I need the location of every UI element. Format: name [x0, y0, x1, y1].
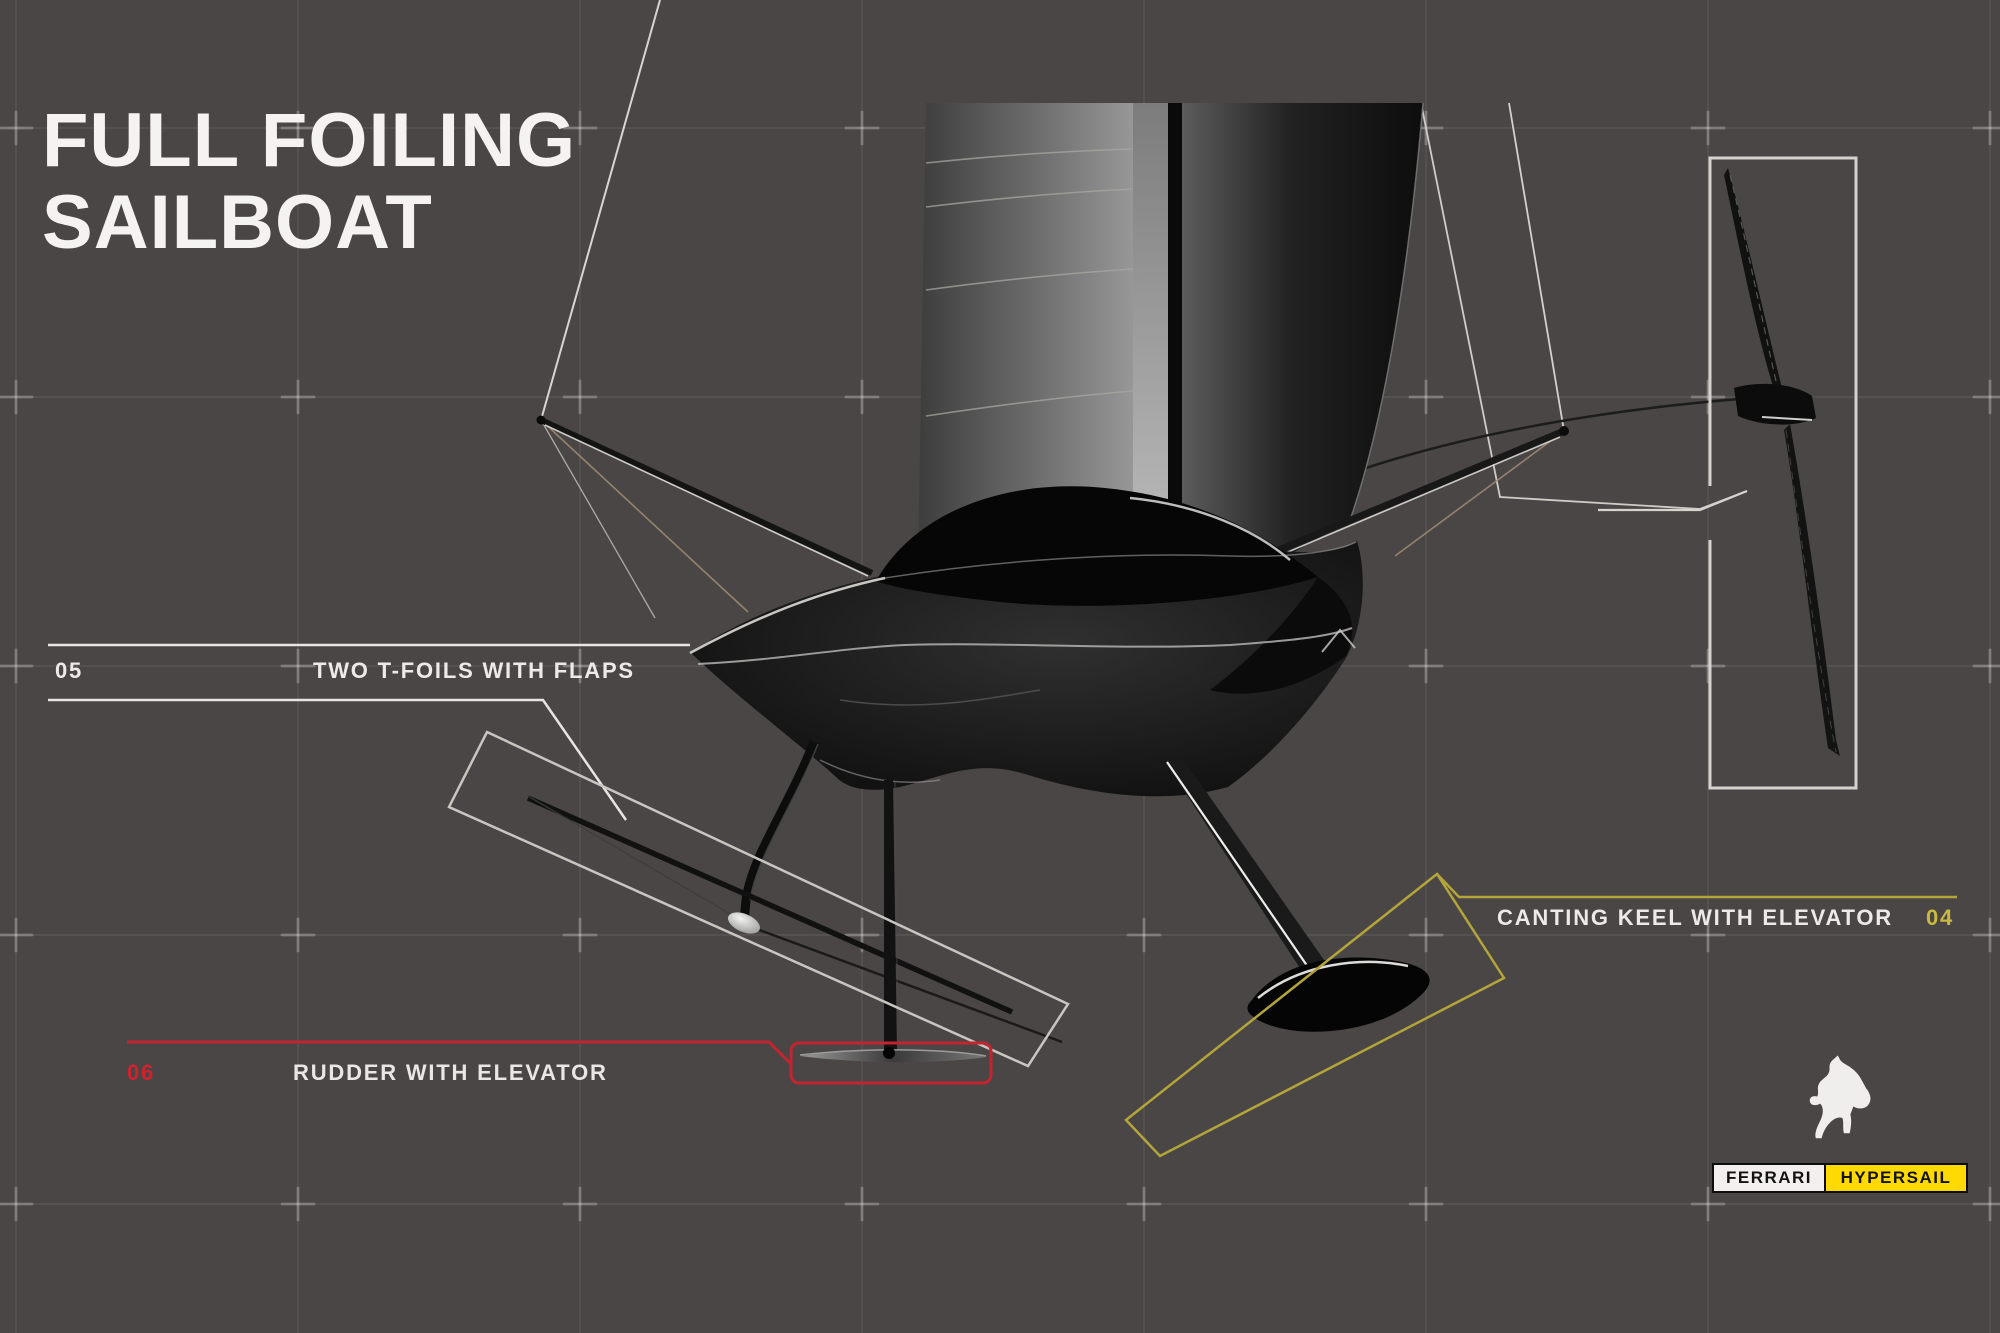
- callout-rudder-number: 06: [127, 1060, 156, 1085]
- callout-keel-number: 04: [1926, 905, 1955, 930]
- ferrari-hypersail-badge: FERRARI HYPERSAIL: [1712, 1163, 1968, 1193]
- badge-ferrari-label: FERRARI: [1714, 1165, 1826, 1191]
- canting-keel: [1164, 760, 1430, 1032]
- callout-keel-label: CANTING KEEL WITH ELEVATOR: [1497, 905, 1893, 930]
- callout-keel-lines: [1124, 872, 1957, 1158]
- badge-hypersail-label: HYPERSAIL: [1826, 1165, 1966, 1191]
- outrigger-spars: [536, 415, 1569, 577]
- rudder: [799, 780, 987, 1063]
- t-foil-port: [526, 740, 1063, 1044]
- rigging-lines: [540, 0, 1753, 619]
- callout-t-foils-lines: [48, 643, 1070, 1068]
- page-title-line2: SAILBOAT: [42, 180, 433, 266]
- callout-t-foils-label: TWO T-FOILS WITH FLAPS: [313, 658, 635, 683]
- wing-sail: [918, 102, 1424, 565]
- callout-t-foils-number: 05: [55, 658, 84, 683]
- page-title: FULL FOILING SAILBOAT: [42, 98, 577, 266]
- hull: [689, 486, 1363, 797]
- ferrari-prancing-horse-icon: [1809, 1055, 1871, 1139]
- page-title-line1: FULL FOILING: [42, 98, 577, 183]
- callout-foil-box: [1598, 156, 1858, 790]
- foil-starboard: [1724, 168, 1840, 756]
- callout-rudder-label: RUDDER WITH ELEVATOR: [293, 1060, 608, 1085]
- callout-rudder-lines: [127, 1040, 993, 1085]
